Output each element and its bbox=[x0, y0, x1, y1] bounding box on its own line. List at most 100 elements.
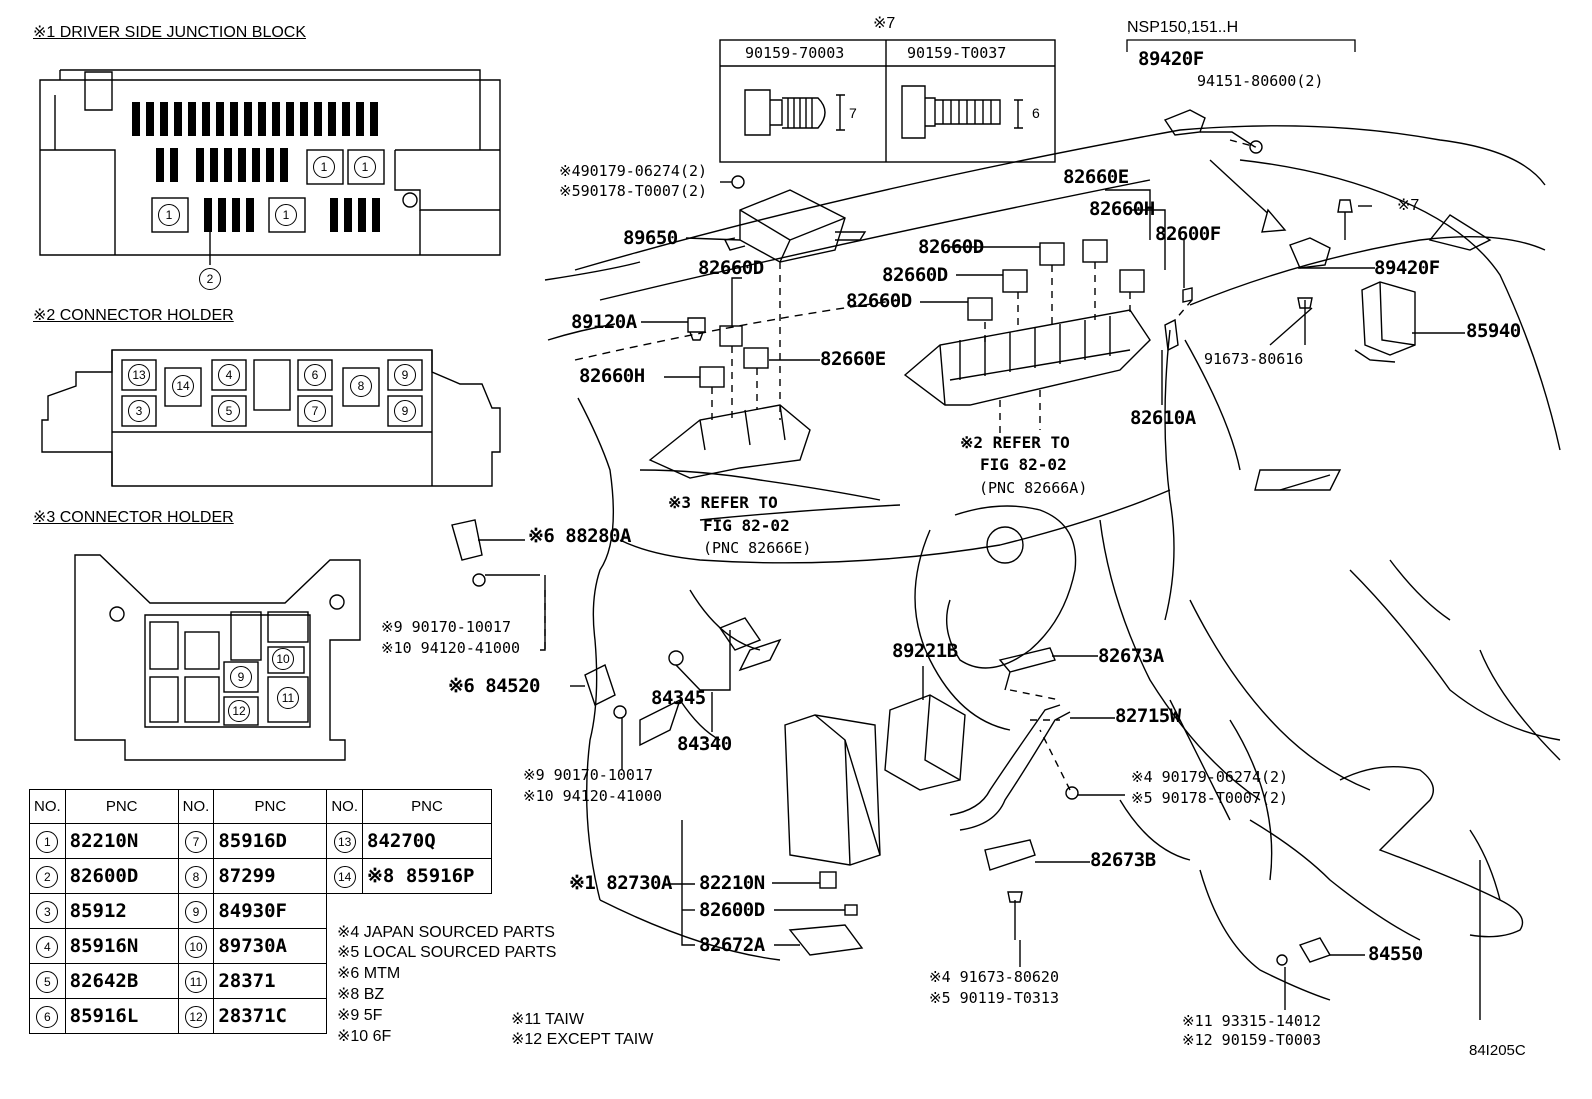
label-82600F: 82600F bbox=[1155, 223, 1221, 245]
label-84340: 84340 bbox=[677, 733, 732, 755]
label-85940: 85940 bbox=[1466, 320, 1521, 342]
bolt-col-2: 90159-T0037 bbox=[907, 44, 1007, 62]
marker-1b: 1 bbox=[354, 156, 376, 178]
table-row: 5 82642B 11 28371 bbox=[29, 963, 492, 999]
row-pnc: 84930F bbox=[213, 893, 328, 929]
label-94120-a: ※10 94120-41000 bbox=[381, 639, 520, 657]
label-84550: 84550 bbox=[1368, 943, 1423, 965]
label-90170-a: ※9 90170-10017 bbox=[381, 618, 511, 636]
marker-13: 13 bbox=[128, 364, 150, 386]
marker-3: 3 bbox=[128, 400, 150, 422]
marker-6: 6 bbox=[304, 364, 326, 386]
label-82715W: 82715W bbox=[1115, 705, 1181, 727]
label-82673B: 82673B bbox=[1090, 849, 1156, 871]
label-90179-b: ※4 90179-06274(2) bbox=[1131, 768, 1289, 786]
row-pnc: 85916N bbox=[64, 928, 179, 964]
label-82660H: 82660H bbox=[579, 365, 645, 387]
marker-1c: 1 bbox=[158, 204, 180, 226]
dashboard-drawing bbox=[544, 125, 1561, 1020]
refer-3-line2: FIG 82-02 bbox=[703, 516, 790, 535]
marker-4: 4 bbox=[218, 364, 240, 386]
row-pnc: 87299 bbox=[213, 858, 328, 894]
row-pnc: ※8 85916P bbox=[362, 858, 493, 894]
note-4: ※4 JAPAN SOURCED PARTS bbox=[337, 924, 555, 941]
note-8: ※8 BZ bbox=[337, 986, 385, 1003]
row-pnc: 82642B bbox=[64, 963, 179, 999]
row-no: 12 bbox=[177, 998, 215, 1034]
label-82660D-a: 82660D bbox=[918, 236, 984, 258]
label-nsp: NSP150,151..H bbox=[1127, 19, 1239, 36]
marker-12: 12 bbox=[228, 700, 250, 722]
row-no: 1 bbox=[29, 823, 66, 859]
table-row: 2 82600D 8 87299 14 ※8 85916P bbox=[29, 858, 493, 894]
label-89221B: 89221B bbox=[892, 640, 958, 662]
section-title-bolt-table: ※7 bbox=[873, 15, 896, 32]
label-82660H-top: 82660H bbox=[1089, 198, 1155, 220]
label-94151-80600: 94151-80600(2) bbox=[1197, 72, 1324, 90]
label-84345: 84345 bbox=[651, 687, 706, 709]
bolt-col-1: 90159-70003 bbox=[745, 44, 845, 62]
marker-10: 10 bbox=[272, 648, 294, 670]
label-90119-T0313: ※5 90119-T0313 bbox=[929, 989, 1059, 1007]
label-82660D-d: 82660D bbox=[698, 257, 764, 279]
row-pnc: 85912 bbox=[64, 893, 179, 929]
row-pnc: 84270Q bbox=[362, 823, 493, 859]
label-89120A: 89120A bbox=[571, 311, 637, 333]
section-title-junction-block: ※1 DRIVER SIDE JUNCTION BLOCK bbox=[33, 24, 307, 41]
marker-11: 11 bbox=[277, 687, 299, 709]
table-row: 4 85916N 10 89730A bbox=[29, 928, 492, 964]
marker-2: 2 bbox=[199, 268, 221, 290]
refer-3-line3: (PNC 82666E) bbox=[703, 539, 812, 557]
note-12: ※12 EXCEPT TAIW bbox=[511, 1031, 654, 1048]
note-10: ※10 6F bbox=[337, 1028, 392, 1045]
row-no: 6 bbox=[29, 998, 66, 1034]
label-91673-80620: ※4 91673-80620 bbox=[929, 968, 1059, 986]
row-pnc: 89730A bbox=[213, 928, 328, 964]
label-82730A: ※1 82730A bbox=[569, 872, 672, 894]
marker-9c: 9 bbox=[230, 666, 252, 688]
marker-9b: 9 bbox=[394, 400, 416, 422]
label-89650: 89650 bbox=[623, 227, 678, 249]
label-88280A: ※6 88280A bbox=[528, 525, 631, 547]
no-header: NO. bbox=[177, 789, 215, 824]
pnc-table-header: NO. PNC NO. PNC NO. PNC bbox=[29, 789, 493, 824]
figure-code: 84I205C bbox=[1469, 1042, 1526, 1059]
row-no: 11 bbox=[177, 963, 215, 999]
connector-holder-2-drawing bbox=[41, 349, 501, 487]
label-90178-top: ※590178-T0007(2) bbox=[559, 182, 708, 200]
marker-5: 5 bbox=[218, 400, 240, 422]
label-82673A: 82673A bbox=[1098, 645, 1164, 667]
table-row: 1 82210N 7 85916D 13 84270Q bbox=[29, 823, 493, 859]
label-82660D-c: 82660D bbox=[846, 290, 912, 312]
label-82210N: 82210N bbox=[699, 872, 765, 894]
label-93315-14012: ※11 93315-14012 bbox=[1182, 1012, 1321, 1030]
pnc-table: NO. PNC NO. PNC NO. PNC 1 82210N 7 85916… bbox=[29, 789, 493, 1034]
row-no: 14 bbox=[326, 858, 364, 894]
row-no: 7 bbox=[177, 823, 215, 859]
row-no: 8 bbox=[177, 858, 215, 894]
bolt-table-drawing bbox=[719, 39, 1056, 163]
label-82610A: 82610A bbox=[1130, 407, 1196, 429]
label-82672A: 82672A bbox=[699, 934, 765, 956]
label-90179-top: ※490179-06274(2) bbox=[559, 162, 708, 180]
label-note7: ※7 bbox=[1397, 197, 1420, 214]
pnc-header: PNC bbox=[64, 789, 179, 824]
label-90170-b: ※9 90170-10017 bbox=[523, 766, 653, 784]
row-no: 3 bbox=[29, 893, 66, 929]
note-9: ※9 5F bbox=[337, 1007, 383, 1024]
note-6: ※6 MTM bbox=[337, 965, 401, 982]
row-no: 4 bbox=[29, 928, 66, 964]
label-94120-b: ※10 94120-41000 bbox=[523, 787, 662, 805]
row-pnc: 85916L bbox=[64, 998, 179, 1034]
connector-holder-3-drawing bbox=[74, 554, 361, 761]
label-89420F-top: 89420F bbox=[1138, 48, 1204, 70]
refer-3-line1: ※3 REFER TO bbox=[668, 493, 778, 512]
row-no: 2 bbox=[29, 858, 66, 894]
note-11: ※11 TAIW bbox=[511, 1011, 584, 1028]
no-header: NO. bbox=[29, 789, 66, 824]
marker-1a: 1 bbox=[313, 156, 335, 178]
marker-8: 8 bbox=[350, 375, 372, 397]
pnc-header: PNC bbox=[362, 789, 493, 824]
row-no: 13 bbox=[326, 823, 364, 859]
